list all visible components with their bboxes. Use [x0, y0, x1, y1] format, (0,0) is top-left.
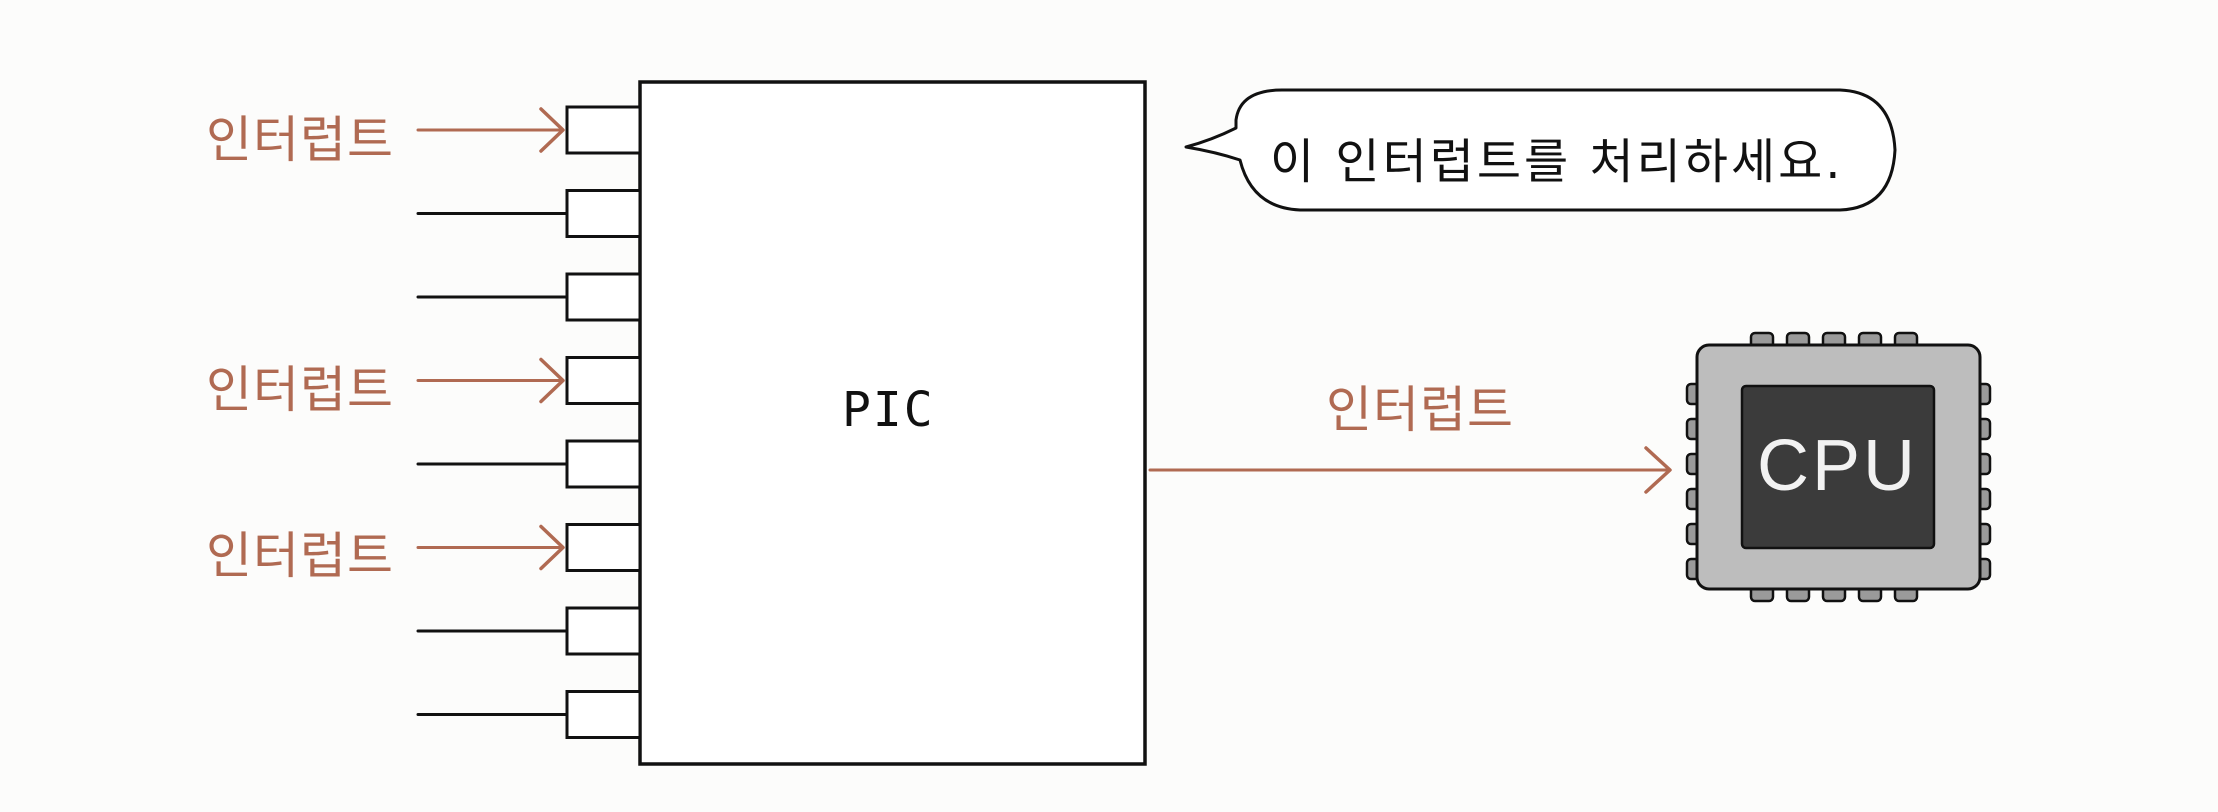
input-pin: [565, 356, 642, 405]
speech-bubble: [1184, 88, 1897, 212]
pic-input-1: [416, 105, 642, 155]
cpu-label: CPU: [1757, 426, 1919, 506]
pic-input-5: [416, 439, 642, 489]
input-label-1: 인터럽트: [206, 111, 394, 169]
pic-input-8: [416, 690, 642, 739]
interrupt-arrow-head: [539, 357, 565, 404]
pic-label: PIC: [842, 382, 935, 438]
pic-input-7: [416, 606, 642, 656]
output-label: 인터럽트: [1326, 381, 1514, 439]
bubble-text: 이 인터럽트를 처리하세요.: [1270, 134, 1844, 190]
input-pin: [565, 606, 642, 656]
cpu-chip: [1685, 331, 1992, 603]
input-pin: [565, 105, 642, 155]
input-pin: [565, 272, 642, 322]
input-pin: [565, 690, 642, 739]
pic-input-3: [416, 272, 642, 322]
pic-input-4: [416, 356, 642, 405]
output-arrow: [1148, 446, 1672, 494]
pic-inputs: [416, 105, 642, 739]
input-label-6: 인터럽트: [206, 527, 394, 585]
interrupt-arrow-head: [539, 107, 565, 153]
pic-input-2: [416, 189, 642, 238]
interrupt-arrow-head: [539, 524, 565, 571]
input-pin: [565, 439, 642, 489]
pic-box: [638, 80, 1147, 766]
pic-input-6: [416, 523, 642, 572]
input-pin: [565, 523, 642, 572]
cpu-core: [1740, 384, 1936, 550]
input-pin: [565, 189, 642, 238]
input-label-4: 인터럽트: [206, 361, 394, 419]
